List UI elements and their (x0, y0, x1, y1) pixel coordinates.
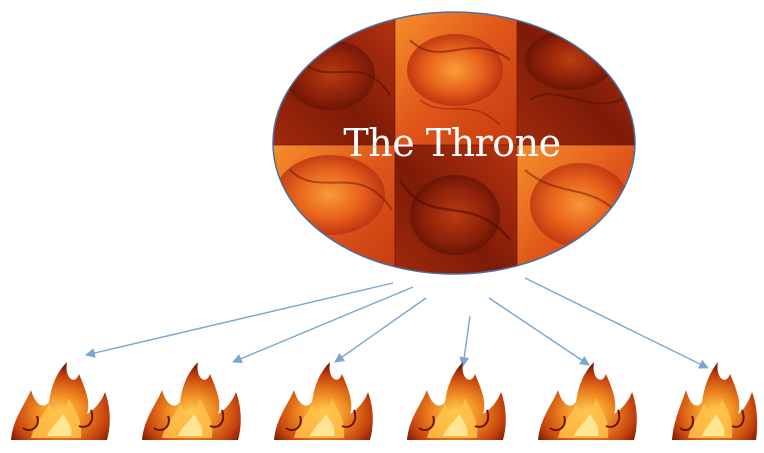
arrow-to-flame-1 (86, 283, 393, 355)
flame-icon (407, 362, 506, 440)
flame-icon (142, 362, 241, 440)
arrow-to-flame-6 (525, 278, 708, 368)
flame-icon (11, 362, 110, 440)
arrow-to-flame-3 (335, 298, 426, 362)
arrows-group (86, 278, 708, 368)
flame-icon (274, 362, 373, 440)
flame-icon (538, 362, 637, 440)
arrow-to-flame-4 (463, 316, 470, 366)
arrow-to-flame-5 (489, 298, 589, 365)
arrow-to-flame-2 (233, 287, 413, 362)
flames-row (11, 362, 757, 440)
throne-title: The Throne (343, 121, 560, 165)
flame-icon (672, 362, 757, 440)
